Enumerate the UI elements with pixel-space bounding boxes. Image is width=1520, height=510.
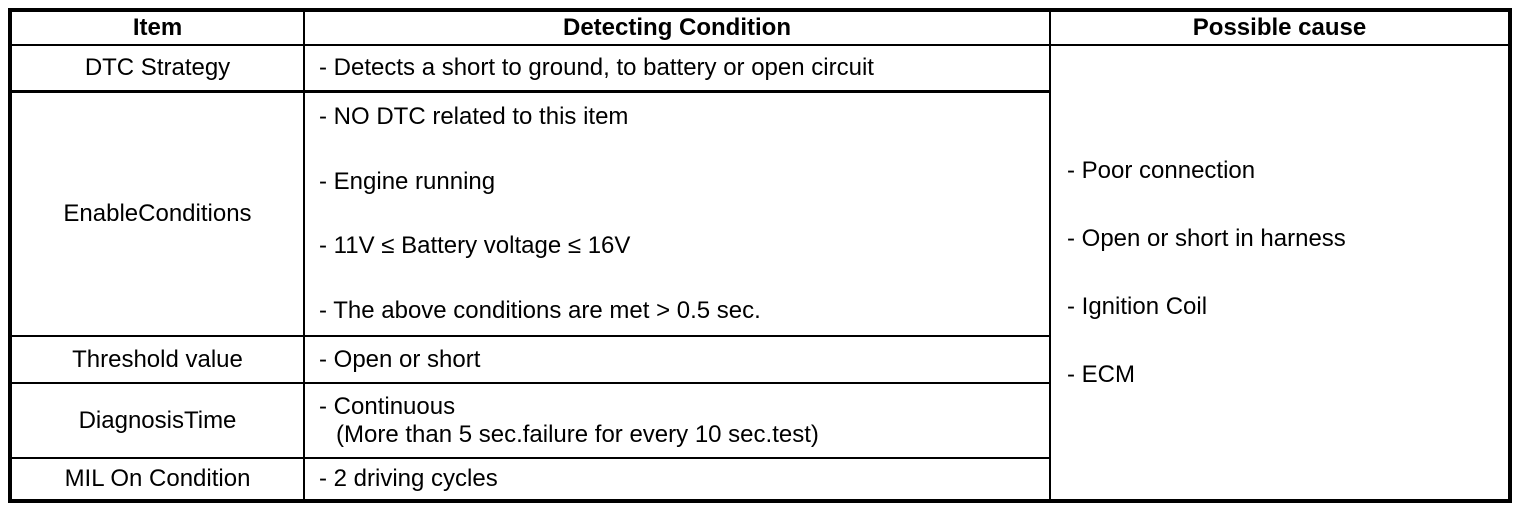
possible-cause-line: - Poor connection (1067, 156, 1256, 184)
header-possible-cause-label: Possible cause (1192, 14, 1367, 41)
header-detecting-condition: Detecting Condition (305, 12, 1051, 46)
item-cell-dtc-strategy: DTC Strategy (12, 46, 305, 93)
header-possible-cause: Possible cause (1051, 12, 1508, 46)
header-item: Item (12, 12, 305, 46)
item-label: DTC Strategy (84, 54, 231, 81)
condition-cell-enable-conditions: - NO DTC related to this item - Engine r… (305, 93, 1051, 337)
condition-line: - Open or short (319, 345, 481, 373)
item-label: MIL On Condition (64, 465, 251, 492)
condition-line: - The above conditions are met > 0.5 sec… (319, 296, 761, 324)
condition-cell-mil-on-condition: - 2 driving cycles (305, 459, 1051, 499)
condition-line: (More than 5 sec.failure for every 10 se… (336, 420, 819, 448)
dtc-diagnostic-table: Item Detecting Condition Possible cause … (8, 8, 1512, 503)
item-cell-diagnosis-time: DiagnosisTime (12, 384, 305, 459)
condition-line: - 11V ≤ Battery voltage ≤ 16V (319, 232, 631, 260)
header-item-label: Item (132, 14, 183, 41)
item-cell-enable-conditions: EnableConditions (12, 93, 305, 337)
item-label: Threshold value (72, 345, 243, 373)
condition-cell-dtc-strategy: - Detects a short to ground, to battery … (305, 46, 1051, 93)
item-label: EnableConditions (63, 200, 252, 227)
possible-cause-line: - ECM (1067, 360, 1135, 388)
item-label: DiagnosisTime (78, 406, 237, 434)
item-cell-threshold-value: Threshold value (12, 337, 305, 384)
condition-line: - Engine running (319, 167, 496, 195)
condition-line: - NO DTC related to this item (319, 103, 629, 130)
possible-cause-line: - Ignition Coil (1067, 292, 1208, 320)
condition-line: - Detects a short to ground, to battery … (319, 54, 874, 81)
condition-line: - Continuous (319, 392, 456, 420)
header-detecting-condition-label: Detecting Condition (563, 14, 791, 41)
condition-line: - 2 driving cycles (319, 465, 498, 492)
possible-cause-cell: - Poor connection - Open or short in har… (1051, 46, 1508, 499)
item-cell-mil-on-condition: MIL On Condition (12, 459, 305, 499)
condition-cell-threshold-value: - Open or short (305, 337, 1051, 384)
condition-cell-diagnosis-time: - Continuous (More than 5 sec.failure fo… (305, 384, 1051, 459)
possible-cause-line: - Open or short in harness (1067, 224, 1346, 252)
